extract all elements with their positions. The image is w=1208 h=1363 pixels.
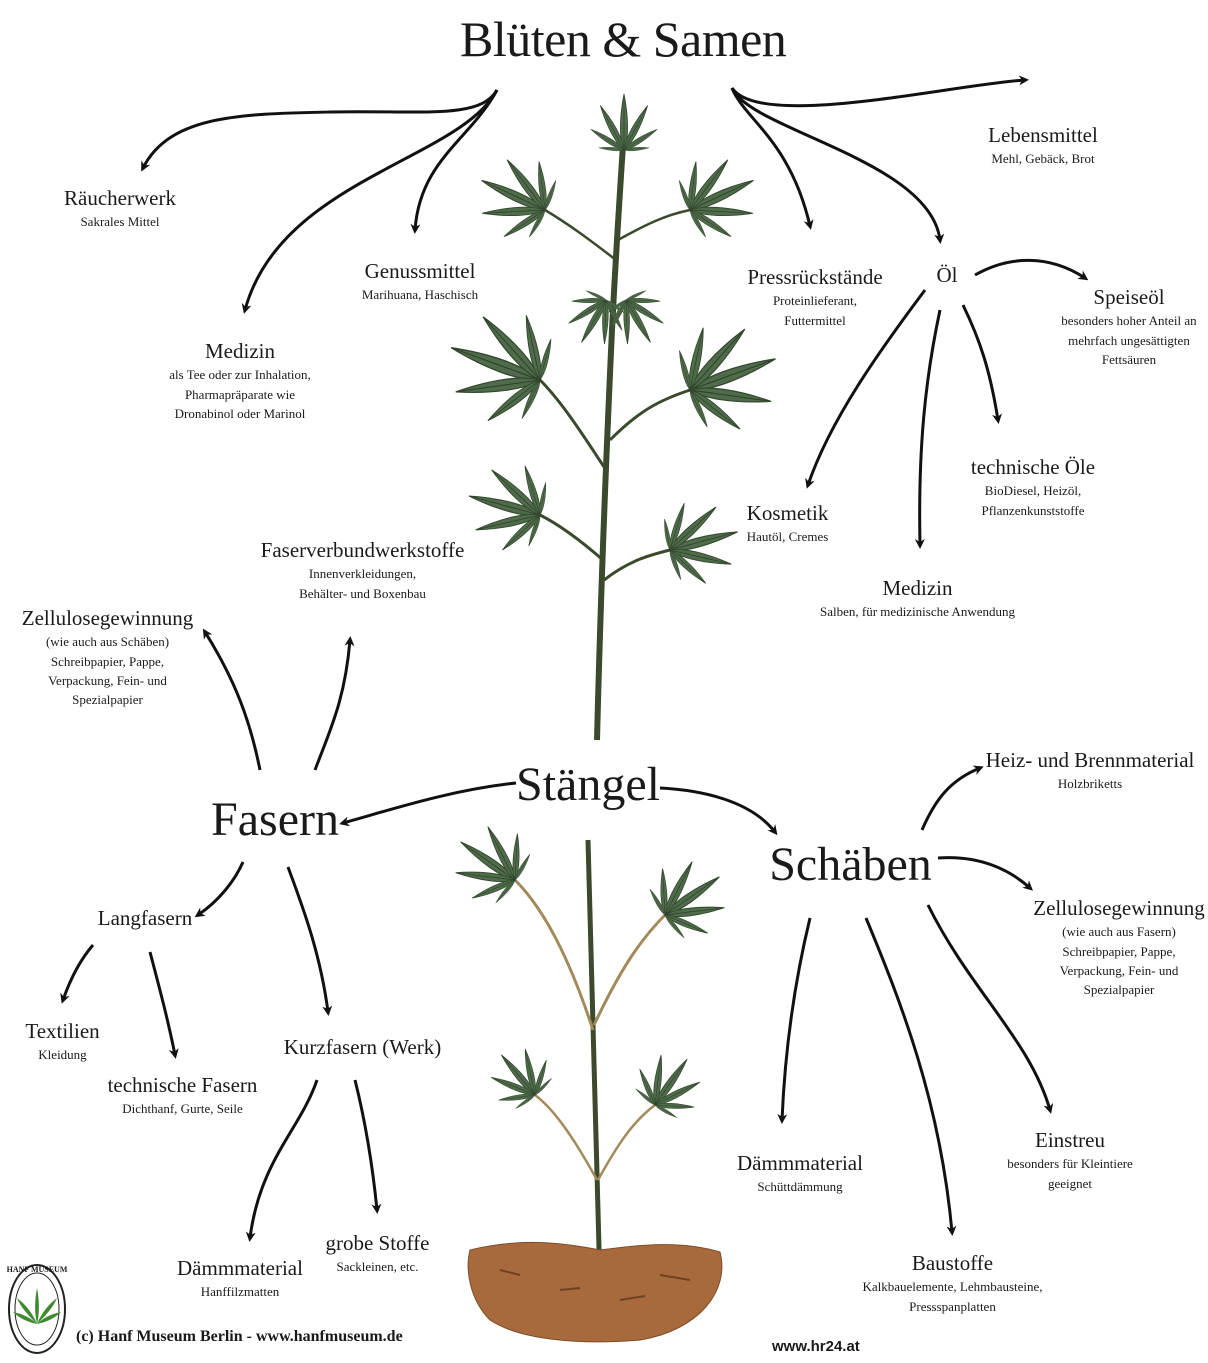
node-blueten-samen: Blüten & Samen: [460, 8, 787, 71]
node-lebensmittel: Lebensmittel Mehl, Gebäck, Brot: [988, 123, 1098, 167]
footer-credit: (c) Hanf Museum Berlin - www.hanfmuseum.…: [76, 1328, 403, 1345]
node-faserverbund: Faserverbundwerkstoffe Innenverkleidunge…: [260, 538, 465, 601]
node-medizin-bluete: Medizin als Tee oder zur Inhalation, Pha…: [169, 339, 311, 421]
logo-lettering: HANF MUSEUM: [6, 1265, 68, 1274]
node-einstreu: Einstreu besonders für Kleintiere geeign…: [1007, 1128, 1133, 1191]
node-zellulose-fasern: Zellulosegewinnung (wie auch aus Schäben…: [21, 606, 194, 707]
node-kurzfasern: Kurzfasern (Werk): [283, 1035, 442, 1059]
node-raeucherwerk: Räucherwerk Sakrales Mittel: [64, 186, 176, 230]
node-medizin-oel: Medizin Salben, für medizinische Anwendu…: [820, 576, 1015, 620]
node-zellulose-schaeben: Zellulosegewinnung (wie auch aus Fasern)…: [1033, 896, 1205, 997]
node-daemmmaterial-fasern: Dämmmaterial Hanffilzmatten: [177, 1256, 303, 1300]
node-grobe-stoffe: grobe Stoffe Sackleinen, etc.: [325, 1231, 430, 1275]
node-genussmittel: Genussmittel Marihuana, Haschisch: [361, 259, 479, 303]
node-pressrueckstaende: Pressrückstände Proteinlieferant, Futter…: [747, 265, 883, 328]
lower-hemp-plant-illustration: [437, 808, 743, 1343]
node-kosmetik: Kosmetik Hautöl, Cremes: [746, 501, 829, 545]
arrows: [60, 75, 1089, 1242]
node-textilien: Textilien Kleidung: [25, 1019, 100, 1063]
node-heiz-brennmaterial: Heiz- und Brennmaterial Holzbriketts: [985, 748, 1195, 792]
node-baustoffe: Baustoffe Kalkbauelemente, Lehmbausteine…: [862, 1251, 1043, 1314]
node-technische-fasern: technische Fasern Dichthanf, Gurte, Seil…: [107, 1073, 258, 1117]
node-technische-oele: technische Öle BioDiesel, Heizöl, Pflanz…: [970, 455, 1096, 518]
node-speiseoel: Speiseöl besonders hoher Anteil an mehrf…: [1061, 285, 1197, 367]
node-oel: Öl: [936, 263, 958, 287]
title-blueten-samen: Blüten & Samen: [460, 11, 787, 67]
node-schaeben: Schäben: [769, 838, 932, 891]
hanf-museum-logo: [8, 1264, 66, 1354]
node-fasern: Fasern: [211, 793, 339, 846]
upper-hemp-plant-illustration: [431, 94, 794, 741]
node-langfasern: Langfasern: [97, 906, 193, 930]
footer-url[interactable]: www.hr24.at: [772, 1338, 860, 1355]
node-staengel: Stängel: [516, 758, 660, 811]
node-daemmmaterial-schaeben: Dämmmaterial Schüttdämmung: [737, 1151, 863, 1195]
